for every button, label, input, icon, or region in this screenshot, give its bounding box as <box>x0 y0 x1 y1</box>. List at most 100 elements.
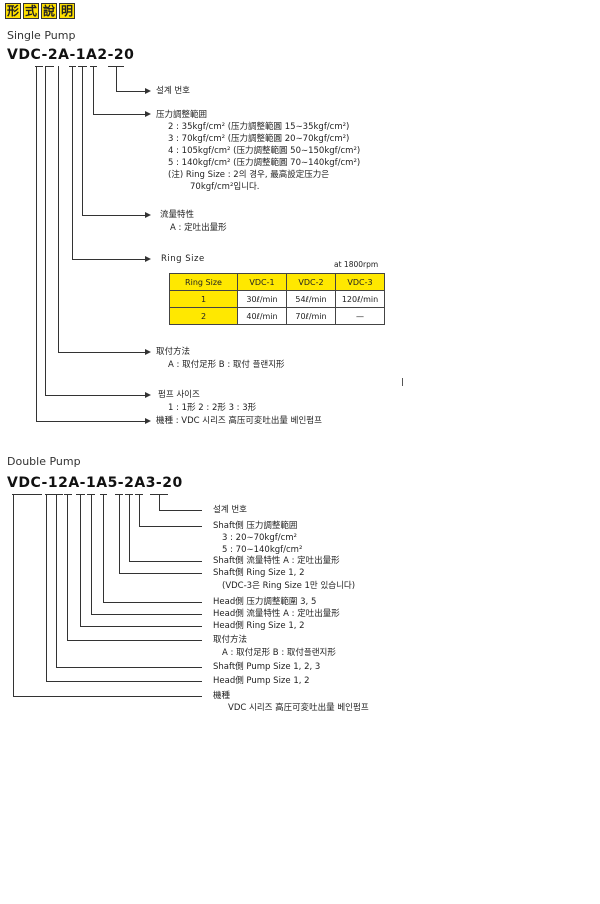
double-design-no: 설계 번호 <box>213 505 247 515</box>
single-model-code: VDC-2A-1A2-20 <box>7 47 135 63</box>
title-char-4: 明 <box>59 3 75 19</box>
double-head-ring: Head側 Ring Size 1, 2 <box>213 621 305 631</box>
table-header-cell: VDC-3 <box>335 273 385 291</box>
double-leader <box>103 602 202 603</box>
double-model-code: VDC-12A-1A5-2A3-20 <box>7 475 183 491</box>
single-leader <box>72 259 146 260</box>
arrow-icon <box>145 88 151 94</box>
single-pressure-item: 4 : 105kgf/cm² (压力調整範圓 50∼150kgf/cm²) <box>168 146 361 156</box>
single-mount-head: 取付方法 <box>156 347 191 357</box>
single-note: (注) Ring Size : 2의 경우, 最高設定压力은 <box>168 170 330 180</box>
ring-size-table: Ring Size VDC-1 VDC-2 VDC-3 1 30ℓ/min 54… <box>169 273 385 325</box>
single-design-no: 설계 번호 <box>156 86 190 96</box>
arrow-icon <box>145 212 151 218</box>
single-underline <box>35 66 43 67</box>
scan-mark <box>402 378 403 386</box>
table-cell: 2 <box>169 307 238 325</box>
single-pressure-head: 压力調整範囲 <box>156 110 208 120</box>
table-cell: 30ℓ/min <box>237 290 287 308</box>
table-header-cell: VDC-1 <box>237 273 287 291</box>
double-shaft-pressure: Shaft側 压力調整範囲 <box>213 521 298 531</box>
double-leader <box>46 681 202 682</box>
double-underline <box>64 494 72 495</box>
double-leader <box>103 494 104 603</box>
single-mount-item: A : 取付足形 B : 取付 플랜지形 <box>168 360 285 370</box>
single-note: 70kgf/cm²입니다. <box>190 182 260 192</box>
single-leader <box>36 66 37 422</box>
double-leader <box>119 573 202 574</box>
single-leader <box>116 66 117 92</box>
double-leader <box>56 494 57 668</box>
table-row: 1 30ℓ/min 54ℓ/min 120ℓ/min <box>169 290 385 308</box>
double-leader <box>139 494 140 527</box>
double-leader <box>67 494 68 641</box>
title-char-2: 式 <box>23 3 39 19</box>
double-head-pressure: Head側 压力調整範圍 3, 5 <box>213 597 317 607</box>
single-pressure-item: 2 : 35kgf/cm² (压力調整範圓 15∼35kgf/cm²) <box>168 122 350 132</box>
double-shaft-ring: Shaft側 Ring Size 1, 2 <box>213 568 305 578</box>
double-mount-item: A : 取付足形 B : 取付플랜지形 <box>222 648 336 658</box>
single-leader <box>58 66 59 353</box>
arrow-icon <box>145 111 151 117</box>
title-char-3: 說 <box>41 3 57 19</box>
double-leader <box>91 494 92 615</box>
arrow-icon <box>145 392 151 398</box>
double-leader <box>46 494 47 682</box>
single-leader <box>82 215 146 216</box>
double-leader <box>129 561 202 562</box>
single-leader <box>45 66 46 396</box>
single-leader <box>93 114 146 115</box>
single-rpm-note: at 1800rpm <box>334 260 379 269</box>
double-model-item: VDC 시리즈 高圧可変吐出量 베인펌프 <box>228 703 369 713</box>
double-leader <box>13 494 14 697</box>
single-flow-item: A : 定吐出量形 <box>170 223 227 233</box>
single-leader <box>116 91 146 92</box>
double-section-title: Double Pump <box>7 455 81 468</box>
double-leader <box>80 626 202 627</box>
table-row: 2 40ℓ/min 70ℓ/min — <box>169 307 385 325</box>
double-leader <box>159 494 160 511</box>
double-underline <box>12 494 42 495</box>
single-size-head: 펌프 사이즈 <box>158 390 200 400</box>
double-head-pump-size: Head側 Pump Size 1, 2 <box>213 676 310 686</box>
table-cell: 54ℓ/min <box>286 290 336 308</box>
table-cell: 40ℓ/min <box>237 307 287 325</box>
single-leader <box>82 66 83 216</box>
table-header-cell: Ring Size <box>169 273 238 291</box>
double-shaft-ring-note: (VDC-3은 Ring Size 1만 있습니다) <box>222 581 356 591</box>
single-underline <box>46 66 54 67</box>
single-pressure-item: 5 : 140kgf/cm² (压力調整範圓 70∼140kgf/cm²) <box>168 158 361 168</box>
title-char-1: 形 <box>5 3 21 19</box>
table-cell: — <box>335 307 385 325</box>
table-cell: 120ℓ/min <box>335 290 385 308</box>
single-leader <box>93 66 94 115</box>
single-leader <box>45 395 146 396</box>
double-model-head: 機種 <box>213 691 231 701</box>
single-pressure-item: 3 : 70kgf/cm² (压力調整範圓 20∼70kgf/cm²) <box>168 134 350 144</box>
table-cell: 1 <box>169 290 238 308</box>
table-header-cell: VDC-2 <box>286 273 336 291</box>
single-leader <box>36 421 146 422</box>
double-shaft-pump-size: Shaft側 Pump Size 1, 2, 3 <box>213 662 321 672</box>
double-leader <box>56 667 202 668</box>
single-size-item: 1 : 1形 2 : 2形 3 : 3形 <box>168 403 257 413</box>
double-head-flow: Head側 流量特性 A : 定吐出量形 <box>213 609 340 619</box>
single-leader <box>72 66 73 260</box>
double-leader <box>159 510 202 511</box>
table-cell: 70ℓ/min <box>286 307 336 325</box>
double-leader <box>80 494 81 627</box>
double-leader <box>67 640 202 641</box>
double-leader <box>129 494 130 562</box>
single-leader <box>58 352 146 353</box>
single-ring-head: Ring Size <box>161 254 205 264</box>
double-leader <box>13 696 202 697</box>
single-section-title: Single Pump <box>7 29 76 42</box>
single-flow-head: 流量特性 <box>160 210 195 220</box>
double-mount-head: 取付方法 <box>213 635 248 645</box>
double-leader <box>139 526 202 527</box>
table-header-row: Ring Size VDC-1 VDC-2 VDC-3 <box>169 273 385 291</box>
arrow-icon <box>145 256 151 262</box>
double-leader <box>91 614 202 615</box>
arrow-icon <box>145 349 151 355</box>
double-leader <box>119 494 120 574</box>
